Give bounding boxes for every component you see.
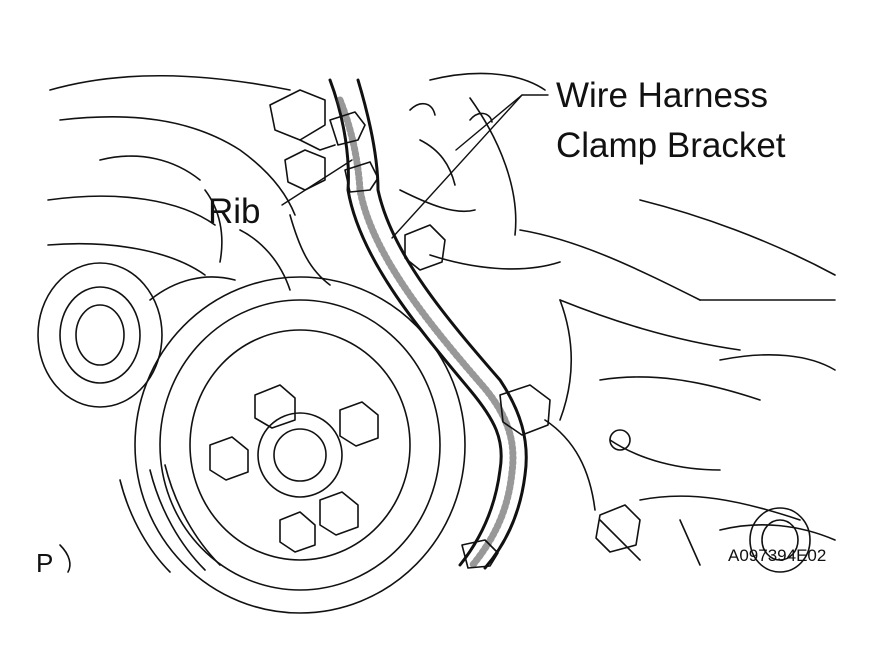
idler-pulley xyxy=(37,262,163,408)
right-side-bolts xyxy=(595,429,811,573)
figure-code: A097394E02 xyxy=(728,546,827,565)
upper-bolts xyxy=(269,89,336,191)
wire-harness-clamp-bracket xyxy=(328,78,551,570)
crank-pulley xyxy=(134,276,466,614)
corner-letter: P xyxy=(36,548,54,578)
bracket-leader-line-1 xyxy=(391,94,549,239)
bracket-label-line2: Clamp Bracket xyxy=(556,126,786,165)
bracket-label-line1: Wire Harness xyxy=(556,76,768,115)
belt-ribs xyxy=(59,464,221,573)
rib-label: Rib xyxy=(208,192,261,231)
bracket-leader-line-2 xyxy=(455,94,523,151)
engine-background-contours xyxy=(47,72,836,566)
callout-leaders xyxy=(281,94,549,239)
rib-leader-line xyxy=(281,159,353,206)
